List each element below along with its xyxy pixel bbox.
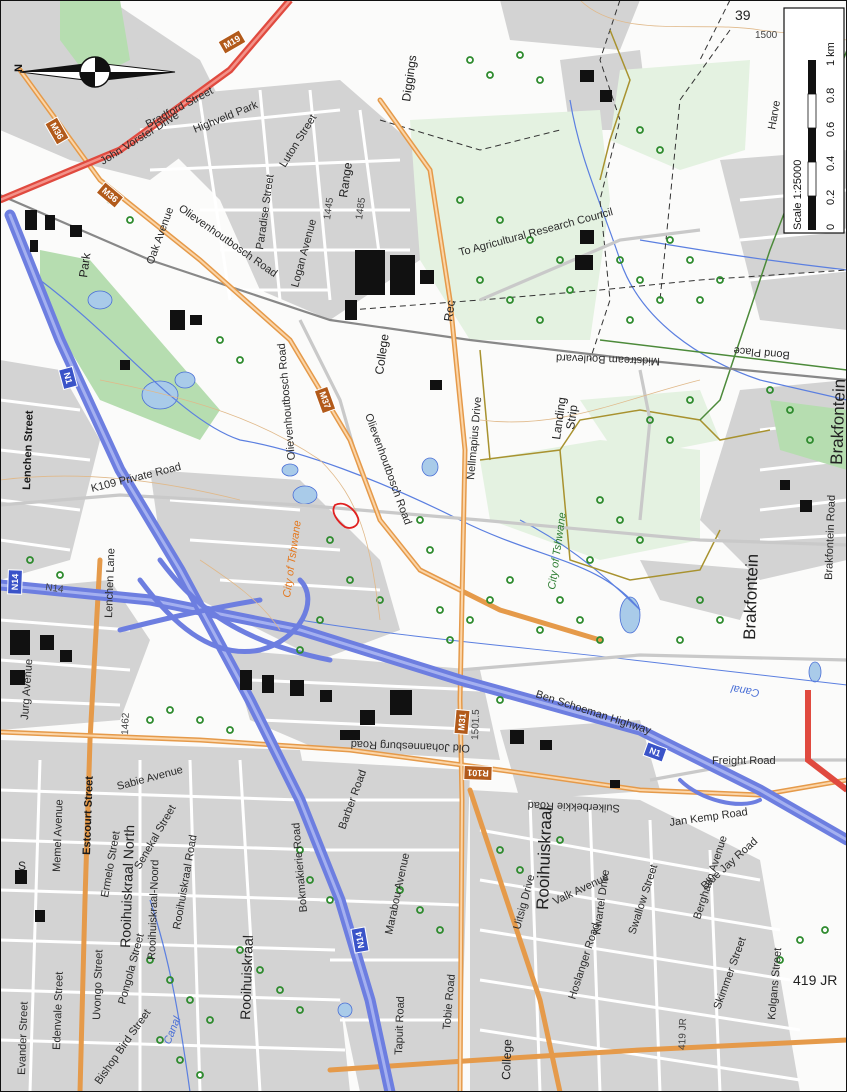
label-uvongo: Uvongo Street	[91, 949, 105, 1020]
scale-label: Scale 1:25000	[792, 160, 804, 230]
m19-road	[0, 0, 847, 793]
label-rooihuiskraal-noord: Rooihuiskraal-Noord	[146, 859, 161, 960]
scale-tick-4: 0.8	[825, 88, 837, 103]
label-old-jhb: Old Johannesburg Road	[351, 738, 471, 754]
label-1500: 1500	[755, 30, 778, 41]
streams	[39, 99, 847, 1092]
label-midstream: Midstream Boulevard	[556, 351, 660, 367]
label-strip: Strip	[563, 404, 580, 431]
shield-n14-a: N14	[7, 569, 23, 595]
label-college-2: College	[499, 1039, 514, 1080]
label-1462: 1462	[120, 712, 132, 735]
label-freight: Freight Road	[712, 755, 776, 767]
label-diggings: Diggings	[399, 54, 419, 102]
scale-tick-1: 0.2	[825, 190, 837, 205]
scale-tick-0: 0	[825, 224, 837, 230]
label-bond: Bond Place	[733, 344, 790, 361]
contour-lines	[0, 0, 847, 631]
shield-m36-b: M36	[95, 181, 125, 209]
label-rooihuiskraal-v: Rooihuiskraal	[237, 935, 256, 1020]
dashed-boundaries	[349, 0, 847, 361]
label-range: Range	[336, 161, 355, 198]
label-park: Park	[76, 251, 93, 278]
scale-bar: Scale 1:25000 0 0.2 0.4 0.6 0.8 1 km	[783, 7, 845, 234]
svg-text:N1: N1	[62, 371, 75, 385]
label-419jr-b: 419 JR	[677, 1018, 689, 1050]
railway-line	[0, 193, 847, 382]
label-1501: 1501.5	[470, 709, 482, 740]
shield-n1-b: N1	[642, 741, 668, 763]
label-rooihuiskraal-north: Rooihuiskraal North	[117, 825, 137, 948]
label-landing: Landing	[549, 396, 569, 440]
shield-n1-a: N1	[58, 365, 78, 391]
label-brakfontein-rd: Brakfontein Road	[823, 495, 838, 580]
label-rooihuiskraal: Rooihuiskraal	[533, 807, 556, 911]
label-edenvale: Edenvale Street	[51, 971, 66, 1050]
scale-tick-5: 1 km	[825, 42, 837, 66]
label-tobie: Tobie Road	[441, 974, 458, 1030]
label-lenchen-lane: Lenchen Lane	[103, 548, 117, 618]
label-1445: 1445	[322, 196, 336, 220]
shield-m37: M37	[313, 385, 337, 415]
shield-r101: R101	[463, 764, 493, 782]
label-memel: Memel Avenue	[51, 799, 66, 872]
label-school: S	[18, 859, 26, 873]
canal-line	[299, 619, 847, 686]
scale-bar-segments	[807, 60, 817, 230]
label-rec-1: Rec	[441, 299, 458, 322]
label-estcourt: Estcourt Street	[81, 776, 96, 856]
label-suikerbekkie: Suikerbekkie Road	[527, 799, 620, 814]
label-brakfontein-2: Brakfontein	[827, 379, 847, 466]
svg-text:N1: N1	[648, 745, 662, 758]
tree-symbols	[26, 51, 829, 1079]
svg-text:R101: R101	[467, 768, 489, 779]
buildings	[10, 70, 812, 922]
label-harve: Harve	[766, 100, 783, 131]
label-brakfontein-1: Brakfontein	[740, 554, 762, 641]
scale-tick-2: 0.4	[825, 156, 837, 171]
label-n14-text: N14	[45, 582, 65, 596]
svg-text:M31: M31	[456, 713, 467, 731]
route-shields: M19 M36 M36 M37 M31 R101 N1 N1	[7, 29, 668, 954]
label-39: 39	[735, 7, 751, 23]
shield-n14-b: N14	[350, 926, 370, 954]
shield-m19: M19	[217, 29, 247, 55]
svg-text:N: N	[13, 64, 25, 72]
label-tapuit: Tapuit Road	[393, 996, 407, 1055]
label-jurg: Jurg Avenue	[19, 659, 35, 721]
svg-text:N14: N14	[10, 574, 21, 591]
shield-m31: M31	[453, 708, 471, 736]
label-canal-1: Canal	[730, 682, 761, 699]
label-evander: Evander Street	[16, 1001, 31, 1075]
scale-tick-3: 0.6	[825, 122, 837, 137]
label-lenchen-street: Lenchen Street	[21, 410, 36, 490]
svg-text:N14: N14	[354, 931, 367, 949]
north-arrow-icon: N	[13, 56, 176, 88]
site-marker[interactable]	[332, 502, 360, 529]
highways	[0, 209, 847, 1092]
label-1485: 1485	[354, 196, 368, 220]
street-grid	[0, 89, 847, 1092]
label-college-1: College	[372, 333, 392, 376]
label-419jr-a: 419 JR	[793, 972, 837, 988]
shield-m36-a: M36	[44, 116, 70, 146]
